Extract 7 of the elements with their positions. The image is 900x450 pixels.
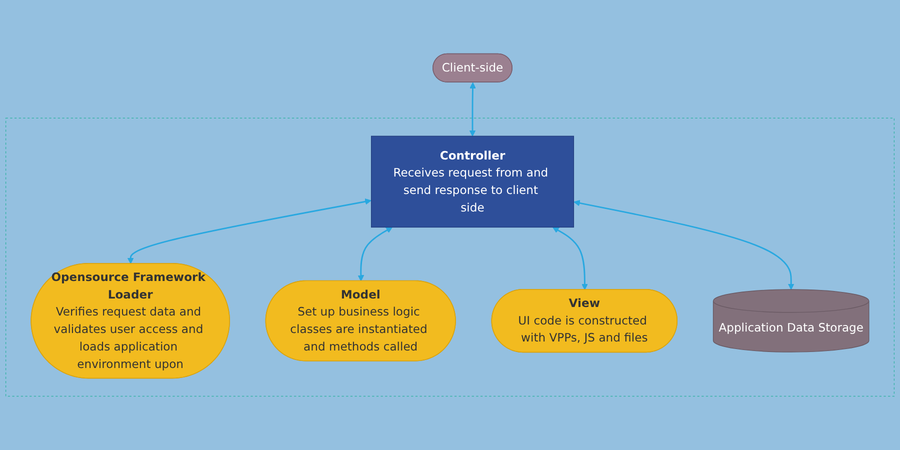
node-box: Controller Receives request from and send response to client side bbox=[370, 136, 574, 228]
arrow bbox=[358, 227, 392, 282]
arrow bbox=[127, 198, 372, 264]
arrow bbox=[552, 227, 588, 290]
arrow bbox=[574, 200, 794, 290]
cluster bbox=[5, 118, 895, 397]
arrow bbox=[469, 82, 476, 136]
